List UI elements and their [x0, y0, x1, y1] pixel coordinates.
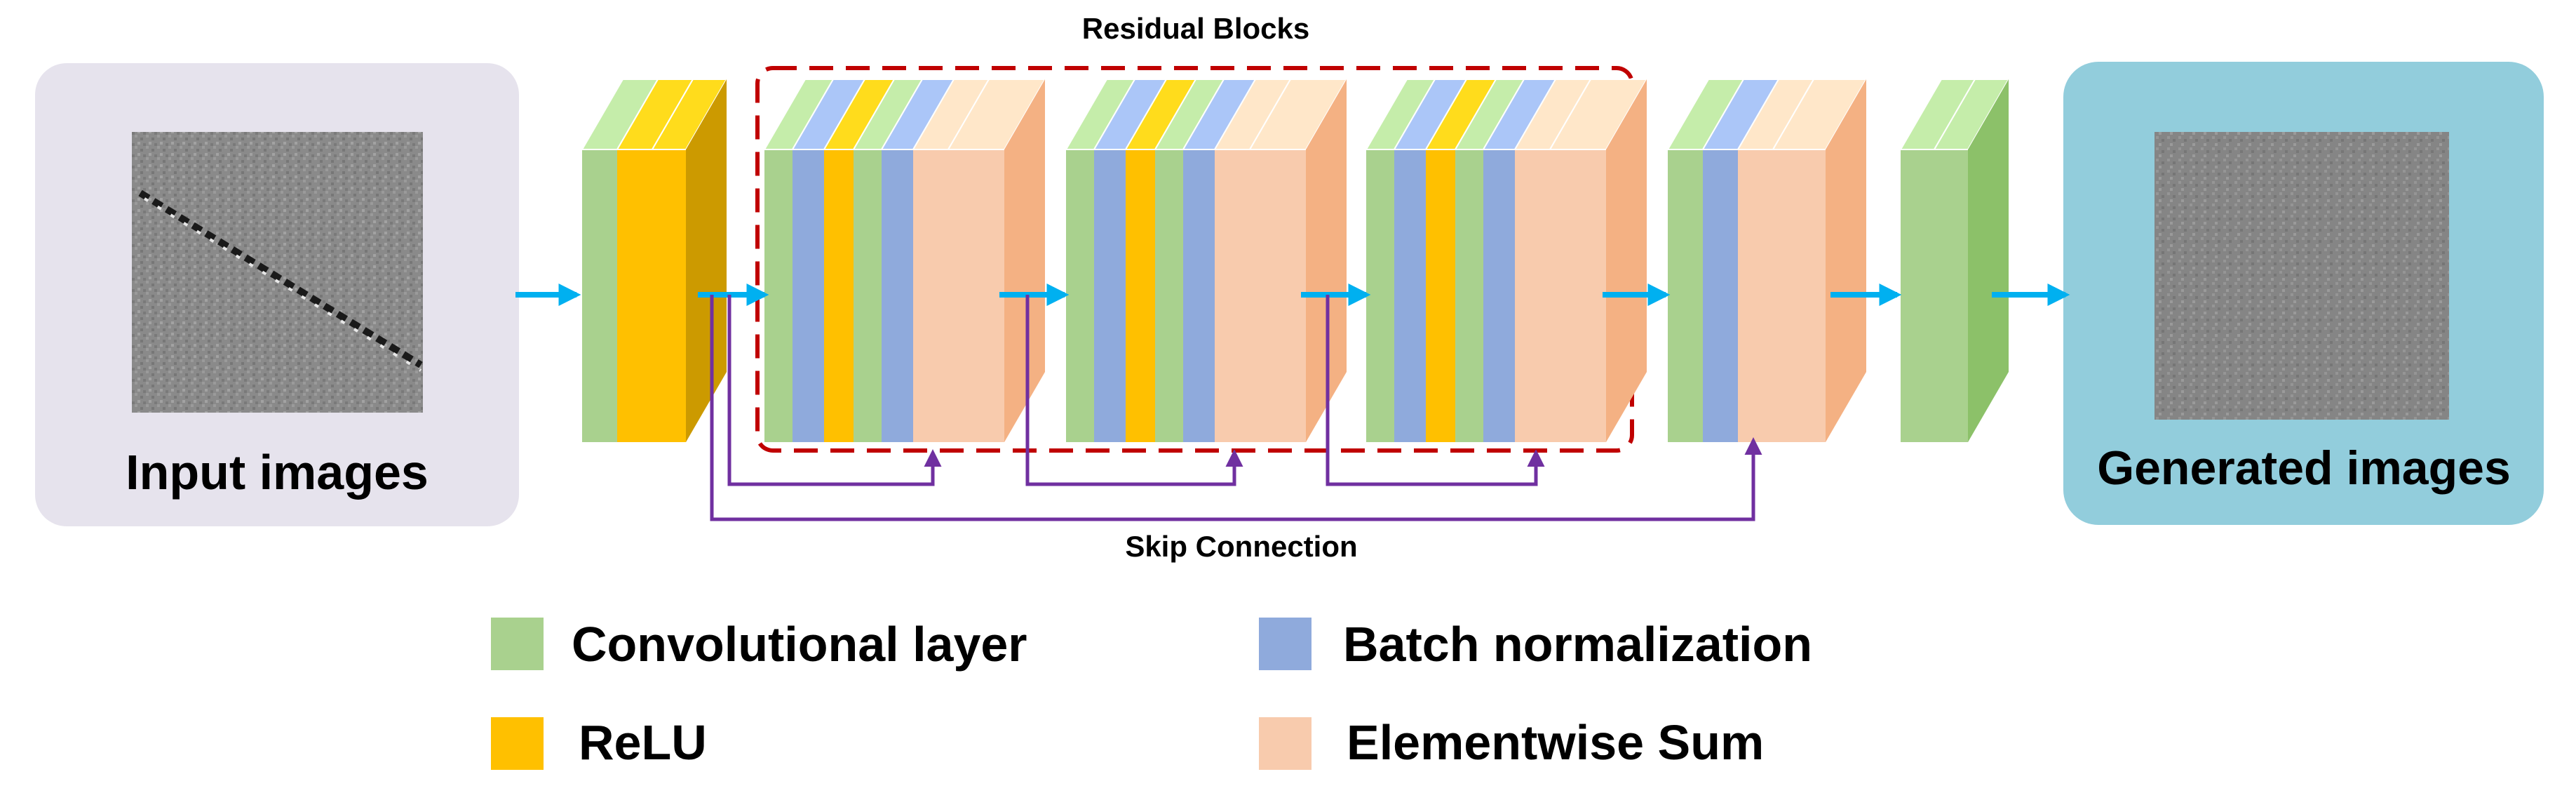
- residual-block-2-layer-5-bn: [1182, 79, 1257, 442]
- residual-block-3-layer-3-relu: [1424, 79, 1497, 442]
- residual-block-1-layer-3-relu-front: [824, 149, 854, 442]
- residual-block-1-layer-2-bn: [791, 79, 866, 442]
- residual-block-1-layer-5-bn: [880, 79, 955, 442]
- output-image: [2154, 132, 2449, 420]
- post-residual-stack-layer-3-sum-front: [1738, 149, 1773, 442]
- legend: Convolutional layer Batch normalization …: [491, 617, 1812, 770]
- residual-block-1-layer-1-conv-front: [764, 149, 793, 442]
- residual-block-2-layer-4-conv-front: [1155, 149, 1183, 442]
- skip-connection-block-3: [1326, 295, 1545, 486]
- residual-block-1-layer-6-sum: [912, 79, 990, 442]
- residual-block-3-layer-7-sum-side: [1606, 79, 1647, 442]
- residual-block-2-layer-2-bn-front: [1094, 149, 1126, 442]
- residual-block-2-layer-7-sum-front: [1250, 149, 1306, 442]
- residual-block-3-layer-4-conv: [1454, 79, 1525, 442]
- residual-block-2-layer-6-sum-front: [1215, 149, 1250, 442]
- residual-block-2-layer-7-sum-side: [1306, 79, 1347, 442]
- residual-block-1-layer-6-sum-front: [913, 149, 948, 442]
- residual-block-1-layer-7-sum-side: [1004, 79, 1045, 442]
- residual-block-3-layer-2-bn: [1393, 79, 1468, 442]
- legend-swatch-bn: [1259, 618, 1311, 670]
- residual-block-3-layer-4-conv-front: [1455, 149, 1483, 442]
- residual-block-1-layer-3-relu: [823, 79, 896, 442]
- final-conv-stack-layer-2-conv-side: [1968, 79, 2009, 442]
- head-stack-layer-3-relu-side: [686, 79, 727, 442]
- skip-connection-block-2: [1025, 295, 1243, 486]
- residual-block-3-layer-1-conv-front: [1366, 149, 1394, 442]
- final-conv-stack-layer-1-conv: [1899, 79, 1976, 442]
- head-stack-layer-2-relu: [616, 79, 694, 442]
- post-residual-stack-layer-4-sum: [1772, 79, 1868, 442]
- residual-block-3-layer-7-sum: [1549, 79, 1648, 442]
- residual-block-3-layer-7-sum-front: [1550, 149, 1606, 442]
- legend-label-relu: ReLU: [579, 715, 707, 770]
- residual-block-2-layer-5-bn-front: [1183, 149, 1215, 442]
- head-stack-layer-3-relu: [651, 79, 728, 442]
- post-residual-stack-layer-1-conv: [1666, 79, 1745, 442]
- post-residual-stack-layer-2-bn: [1701, 79, 1780, 442]
- residual-block-1-layer-4-conv-front: [854, 149, 882, 442]
- residual-block-3-layer-6-sum-front: [1515, 149, 1550, 442]
- layer-stacks: [581, 79, 2010, 442]
- legend-label-sum: Elementwise Sum: [1347, 715, 1764, 770]
- output-label: Generated images: [2097, 441, 2511, 495]
- post-residual-stack-layer-4-sum-front: [1773, 149, 1826, 442]
- post-residual-stack-layer-2-bn-front: [1703, 149, 1738, 442]
- residual-block-1-layer-5-bn-front: [882, 149, 913, 442]
- legend-swatch-conv: [491, 618, 544, 670]
- residual-block-2-layer-1-conv: [1065, 79, 1136, 442]
- skip-connections: [710, 295, 1762, 521]
- skip-connection-label: Skip Connection: [1125, 530, 1357, 563]
- residual-block-1-layer-2-bn-front: [793, 149, 824, 442]
- legend-swatch-relu: [491, 717, 544, 770]
- residual-block-3-layer-6-sum: [1513, 79, 1592, 442]
- residual-block-2-layer-2-bn: [1093, 79, 1168, 442]
- post-residual-stack-layer-3-sum: [1737, 79, 1815, 442]
- input-image-streak-highlight: [143, 197, 422, 372]
- legend-label-conv: Convolutional layer: [572, 617, 1027, 672]
- residual-block-3-layer-2-bn-front: [1394, 149, 1426, 442]
- residual-block-2-layer-7-sum: [1248, 79, 1348, 442]
- residual-blocks-label: Residual Blocks: [1082, 12, 1309, 45]
- final-conv-stack-layer-2-conv-front: [1934, 149, 1968, 442]
- skip-connection-global: [710, 295, 1762, 521]
- head-stack-layer-1-conv-front: [582, 149, 617, 442]
- residual-block-3-layer-5-bn: [1482, 79, 1557, 442]
- residual-block-3-layer-1-conv: [1365, 79, 1436, 442]
- residual-block-2-layer-6-sum: [1213, 79, 1292, 442]
- final-conv-stack-layer-1-conv-front: [1901, 149, 1934, 442]
- input-image-streak: [138, 189, 423, 368]
- residual-block-3-layer-5-bn-front: [1483, 149, 1515, 442]
- legend-label-bn: Batch normalization: [1343, 617, 1812, 672]
- residual-block-2-layer-3-relu: [1124, 79, 1197, 442]
- legend-swatch-sum: [1259, 717, 1311, 770]
- residual-block-2-layer-1-conv-front: [1066, 149, 1094, 442]
- residual-block-1-layer-7-sum-front: [948, 149, 1004, 442]
- residual-block-3-layer-3-relu-front: [1426, 149, 1455, 442]
- final-conv-stack-layer-2-conv: [1933, 79, 2010, 442]
- head-stack-layer-2-relu-front: [617, 149, 652, 442]
- post-residual-stack-layer-4-sum-side: [1826, 79, 1866, 442]
- residual-block-2-layer-4-conv: [1154, 79, 1225, 442]
- residual-block-2-layer-3-relu-front: [1126, 149, 1155, 442]
- head-stack-layer-1-conv: [581, 79, 659, 442]
- post-residual-stack-layer-1-conv-front: [1668, 149, 1703, 442]
- head-stack-layer-3-relu-front: [652, 149, 686, 442]
- input-label: Input images: [126, 445, 429, 500]
- skip-connection-block-1: [727, 295, 942, 486]
- input-image: [132, 132, 423, 413]
- residual-block-1-layer-7-sum: [947, 79, 1046, 442]
